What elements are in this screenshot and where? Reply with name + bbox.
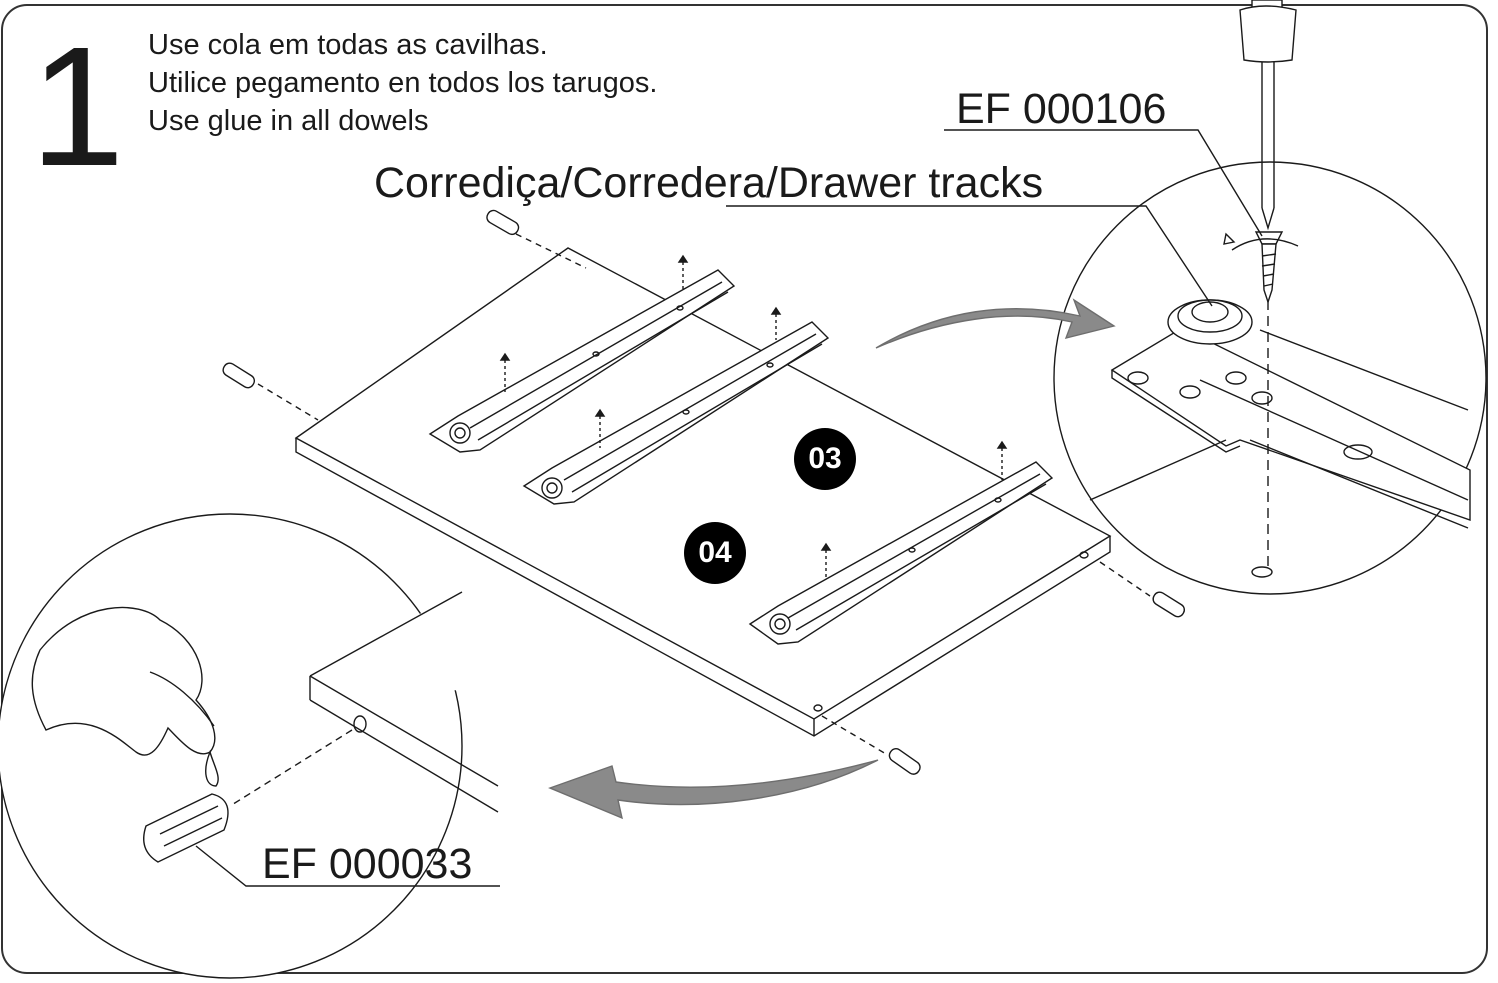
drawer-track-2 xyxy=(522,306,830,505)
part-marker-03: 03 xyxy=(794,428,856,490)
arrow-to-glue-detail xyxy=(548,759,879,820)
drawer-track-1 xyxy=(428,254,736,453)
arrow-to-screw-detail xyxy=(875,298,1116,349)
dowel-top-part xyxy=(486,209,520,236)
instructions: Use cola em todas as cavilhas. Utilice p… xyxy=(148,26,657,140)
drawer-track-label: Corrediça/Corredera/Drawer tracks xyxy=(374,159,1044,207)
page-frame xyxy=(1,4,1488,974)
part-marker-04: 04 xyxy=(684,522,746,584)
instruction-line-es: Utilice pegamento en todos los tarugos. xyxy=(148,67,658,99)
dowel-code-label: EF 000033 xyxy=(262,840,473,888)
detail-circle-glue xyxy=(0,513,500,979)
instruction-line-pt: Use cola em todas as cavilhas. xyxy=(148,29,548,61)
detail-circle-screw xyxy=(726,0,1487,595)
dowel-bottom xyxy=(888,747,921,775)
instruction-line-en: Use glue in all dowels xyxy=(148,105,429,137)
drawer-track-3 xyxy=(748,440,1054,645)
screw-code-label: EF 000106 xyxy=(956,85,1167,133)
dowel-top xyxy=(515,233,587,269)
dowel-right xyxy=(1152,591,1186,618)
step-number: 1 xyxy=(30,12,125,202)
panel-board xyxy=(294,247,1112,737)
dowel-left xyxy=(222,362,256,389)
